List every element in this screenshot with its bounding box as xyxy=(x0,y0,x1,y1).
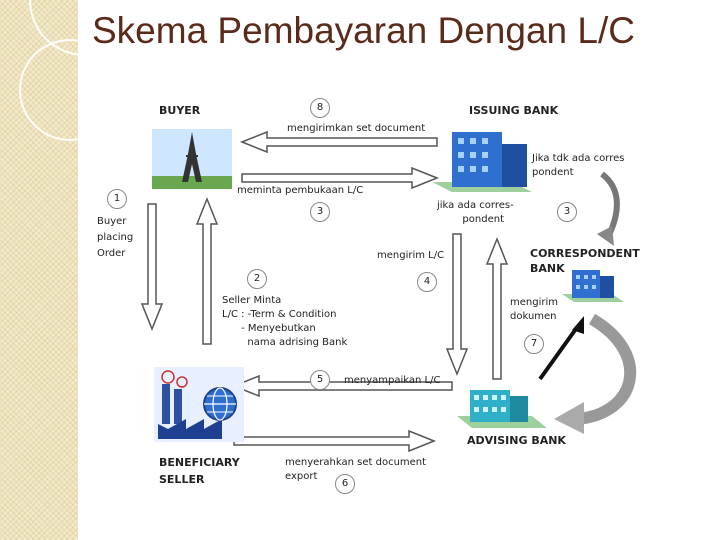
step-number-2: 2 xyxy=(247,269,267,289)
arrow-up-advising-issuing xyxy=(485,236,509,380)
arrowhead-advising xyxy=(554,402,584,434)
decorative-sidebar xyxy=(0,0,78,540)
step-3b-text: Jika tdk ada corres pondent xyxy=(532,153,625,178)
arrow-5-left xyxy=(231,374,453,398)
slide-title: Skema Pembayaran Dengan L/C xyxy=(92,10,635,51)
beneficiary-label: BENEFICIARY SELLER xyxy=(159,456,240,486)
step-4-text: mengirim L/C xyxy=(377,250,445,261)
arrow-8-left xyxy=(239,130,438,154)
arrow-3-right xyxy=(241,166,440,190)
advising-bank-label: ADVISING BANK xyxy=(467,434,566,447)
decorative-rings xyxy=(19,0,141,141)
arrow-7-black xyxy=(538,324,580,381)
step-number-4: 4 xyxy=(417,272,437,292)
step-number-3a: 3 xyxy=(310,202,330,222)
arrow-4-down xyxy=(445,233,469,377)
eiffel-tower-icon xyxy=(152,129,232,189)
step-number-5: 5 xyxy=(310,370,330,390)
factory-globe-icon xyxy=(154,367,244,442)
step-number-6: 6 xyxy=(335,474,355,494)
step-number-8: 8 xyxy=(310,98,330,118)
office-building-icon-issuing xyxy=(432,132,532,192)
step-number-7: 7 xyxy=(524,334,544,354)
step-2-text: Seller Minta L/C : -Term & Condition - M… xyxy=(222,295,348,348)
office-building-icon-advising xyxy=(457,390,547,428)
correspondent-bank-label: CORRESPONDENT BANK xyxy=(530,247,640,275)
step-number-3b: 3 xyxy=(557,202,577,222)
arrow-1-down xyxy=(140,203,164,332)
issuing-bank-label: ISSUING BANK xyxy=(469,104,559,117)
step-7-text: mengirim dokumen xyxy=(510,297,558,322)
step-3-text: meminta pembukaan L/C xyxy=(237,185,364,196)
step-6-text: menyerahkan set document export xyxy=(285,457,427,482)
step-8-text: mengirimkan set document xyxy=(287,123,426,134)
arrow-2-up xyxy=(195,196,219,345)
diagram-arrows xyxy=(140,129,637,453)
jika-ada-note: jika ada corres- pondent xyxy=(437,200,514,225)
step-5-text: menyampaikan L/C xyxy=(344,375,441,386)
arrow-correspondent-advising xyxy=(576,313,637,425)
step-number-1: 1 xyxy=(107,189,127,209)
step-1-text: Buyer placing Order xyxy=(97,216,134,259)
office-building-icon-correspondent xyxy=(562,270,624,302)
arrow-6-right xyxy=(233,429,437,453)
lc-payment-diagram: BUYER ISSUING BANK CORRESPONDENT BANK AD… xyxy=(92,94,657,514)
arrowhead-correspondent xyxy=(597,226,614,246)
buyer-label: BUYER xyxy=(159,104,201,117)
arrowhead-7 xyxy=(572,316,584,334)
